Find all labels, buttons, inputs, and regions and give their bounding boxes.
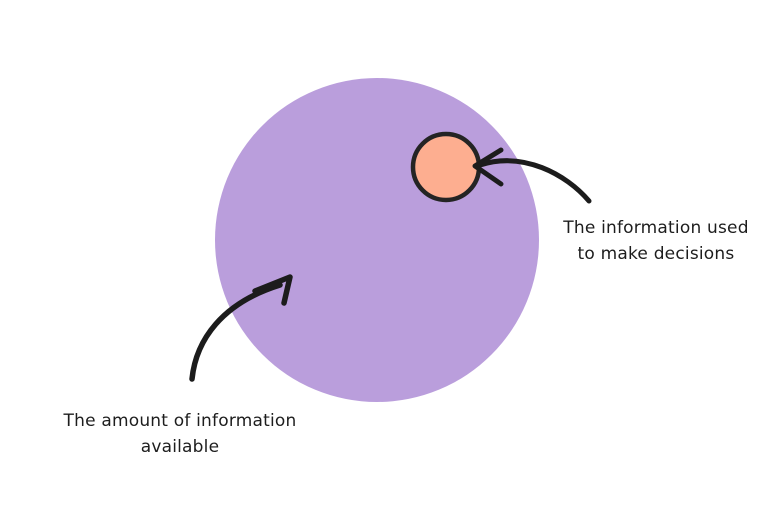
label-information-available-line1: The amount of information — [63, 411, 297, 431]
arrow-to-large-circle-icon — [189, 274, 293, 382]
label-information-used-line2: to make decisions — [577, 244, 735, 264]
label-information-available: The amount of information available — [28, 408, 332, 460]
large-circle — [215, 78, 539, 402]
label-information-used: The information used to make decisions — [544, 215, 768, 267]
small-circle — [410, 131, 482, 203]
label-information-available-line2: available — [140, 437, 220, 457]
label-information-used-line1: The information used — [563, 218, 749, 238]
arrow-to-small-circle-icon — [472, 147, 592, 204]
